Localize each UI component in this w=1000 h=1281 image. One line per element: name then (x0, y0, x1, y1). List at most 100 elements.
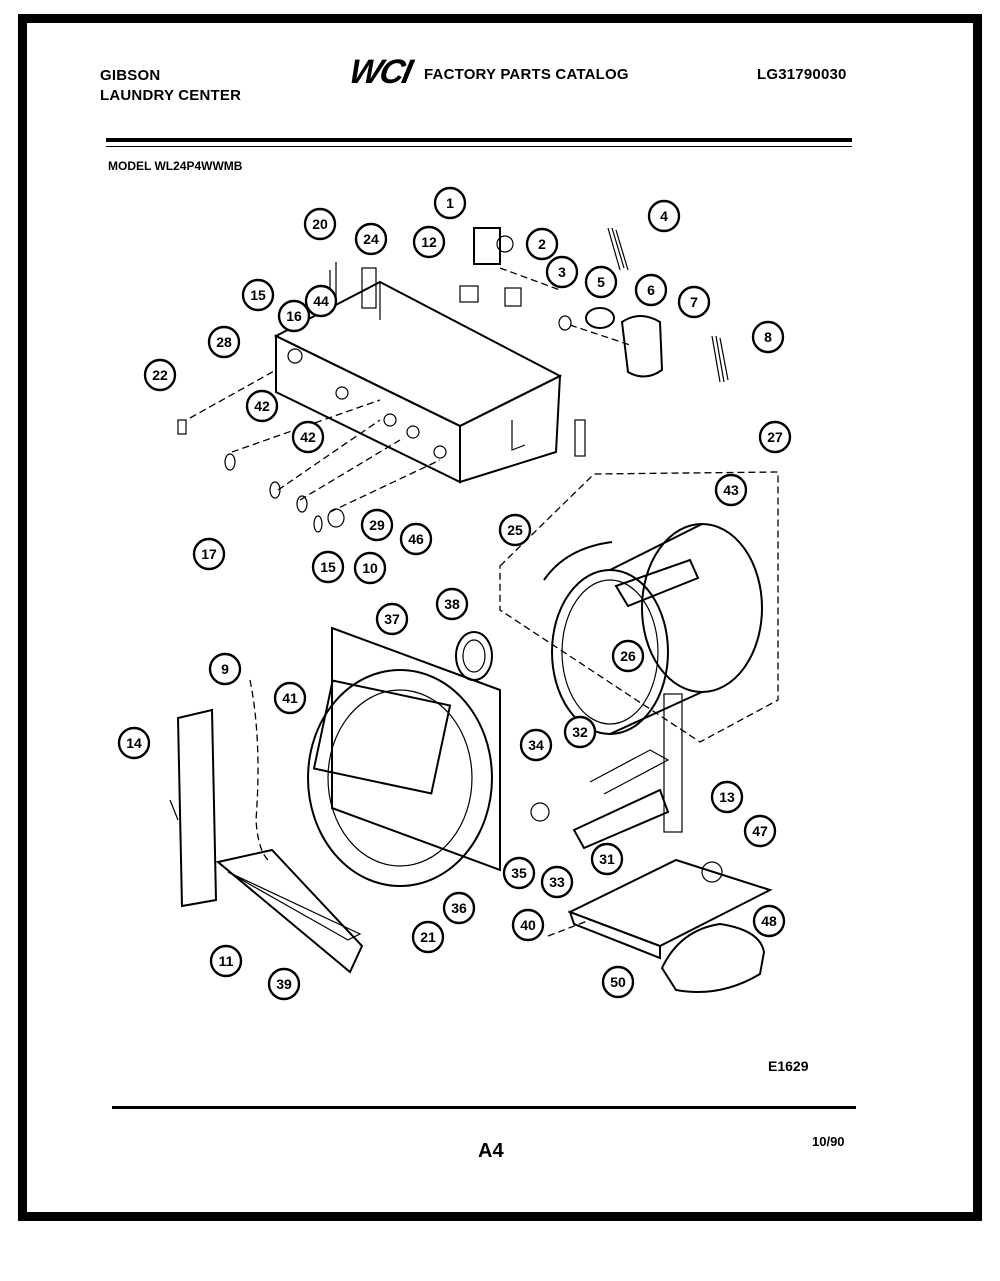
svg-text:3: 3 (558, 264, 566, 280)
callout-2: 2 (525, 227, 559, 261)
svg-text:13: 13 (719, 789, 735, 805)
svg-text:11: 11 (219, 953, 234, 969)
svg-text:37: 37 (384, 611, 400, 627)
callout-14: 14 (117, 726, 151, 760)
callout-7: 7 (677, 285, 711, 319)
svg-text:8: 8 (764, 329, 772, 345)
svg-text:50: 50 (610, 974, 626, 990)
catalog-number: LG31790030 (757, 66, 847, 83)
header-rule (106, 138, 852, 142)
fasteners (177, 419, 345, 533)
callout-25: 25 (498, 513, 532, 547)
callout-34: 34 (519, 728, 553, 762)
callout-9: 9 (208, 652, 242, 686)
callout-20: 20 (303, 207, 337, 241)
svg-text:16: 16 (286, 308, 302, 324)
callout-33: 33 (540, 865, 574, 899)
heater-element (530, 693, 683, 850)
callout-50: 50 (601, 965, 635, 999)
svg-text:25: 25 (507, 522, 523, 538)
svg-text:22: 22 (152, 367, 168, 383)
callout-12: 12 (412, 225, 446, 259)
callout-42b: 42 (291, 420, 325, 454)
svg-text:39: 39 (276, 976, 292, 992)
callout-43: 43 (714, 473, 748, 507)
header-rule-thin (106, 146, 852, 147)
front-bulkhead (307, 626, 501, 887)
callout-26: 26 (611, 639, 645, 673)
svg-text:17: 17 (201, 546, 217, 562)
callout-15a: 15 (241, 278, 275, 312)
callout-39: 39 (267, 967, 301, 1001)
svg-text:42: 42 (254, 398, 270, 414)
svg-text:47: 47 (752, 823, 768, 839)
callout-5: 5 (584, 265, 618, 299)
svg-text:1: 1 (446, 195, 454, 211)
svg-text:5: 5 (597, 274, 605, 290)
page-number: A4 (478, 1140, 504, 1162)
callout-46: 46 (399, 522, 433, 556)
callout-42a: 42 (245, 389, 279, 423)
catalog-date: 10/90 (812, 1134, 845, 1149)
svg-text:38: 38 (444, 596, 460, 612)
catalog-title: FACTORY PARTS CATALOG (424, 66, 629, 83)
svg-text:7: 7 (690, 294, 698, 310)
svg-text:20: 20 (312, 216, 328, 232)
svg-text:6: 6 (647, 282, 655, 298)
svg-text:12: 12 (421, 234, 437, 250)
callout-27: 27 (758, 420, 792, 454)
callout-15b: 15 (311, 550, 345, 584)
callout-4: 4 (647, 199, 681, 233)
product-name: LAUNDRY CENTER (100, 87, 242, 104)
svg-text:33: 33 (549, 874, 565, 890)
brand-name: GIBSON (100, 67, 161, 84)
svg-text:27: 27 (767, 429, 783, 445)
callout-48: 48 (752, 904, 786, 938)
header-brand-block: GIBSON LAUNDRY CENTER (100, 66, 241, 106)
svg-text:32: 32 (572, 724, 588, 740)
callout-10: 10 (353, 551, 387, 585)
callout-17: 17 (192, 537, 226, 571)
svg-text:35: 35 (511, 865, 527, 881)
svg-text:14: 14 (126, 735, 142, 751)
svg-text:26: 26 (620, 648, 636, 664)
model-line: MODEL WL24P4WWMB (108, 159, 243, 173)
callout-28: 28 (207, 325, 241, 359)
svg-text:46: 46 (408, 531, 424, 547)
callout-22: 22 (143, 358, 177, 392)
svg-text:10: 10 (362, 560, 378, 576)
callout-41: 41 (273, 681, 307, 715)
callout-31: 31 (590, 842, 624, 876)
callout-29: 29 (360, 508, 394, 542)
svg-text:4: 4 (660, 208, 668, 224)
svg-text:29: 29 (369, 517, 385, 533)
svg-text:24: 24 (363, 231, 379, 247)
svg-text:9: 9 (221, 661, 229, 677)
callout-35: 35 (502, 856, 536, 890)
svg-text:42: 42 (300, 429, 316, 445)
callout-1: 1 (433, 186, 467, 220)
svg-text:28: 28 (216, 334, 232, 350)
callout-24: 24 (354, 222, 388, 256)
svg-text:21: 21 (420, 929, 436, 945)
svg-text:40: 40 (520, 917, 536, 933)
left-panel-and-base (169, 679, 364, 974)
svg-text:31: 31 (599, 851, 615, 867)
svg-text:43: 43 (723, 482, 739, 498)
drum-assembly (499, 471, 779, 743)
callout-6: 6 (634, 273, 668, 307)
svg-text:15: 15 (250, 287, 266, 303)
callout-36: 36 (442, 891, 476, 925)
callout-47: 47 (743, 814, 777, 848)
svg-text:36: 36 (451, 900, 467, 916)
callout-32: 32 (563, 715, 597, 749)
motor-base (547, 858, 773, 993)
callout-11: 11 (209, 944, 243, 978)
svg-text:48: 48 (761, 913, 777, 929)
svg-text:15: 15 (320, 559, 336, 575)
svg-text:2: 2 (538, 236, 546, 252)
figure-code: E1629 (768, 1058, 809, 1074)
control-components (459, 227, 729, 383)
callout-13: 13 (710, 780, 744, 814)
